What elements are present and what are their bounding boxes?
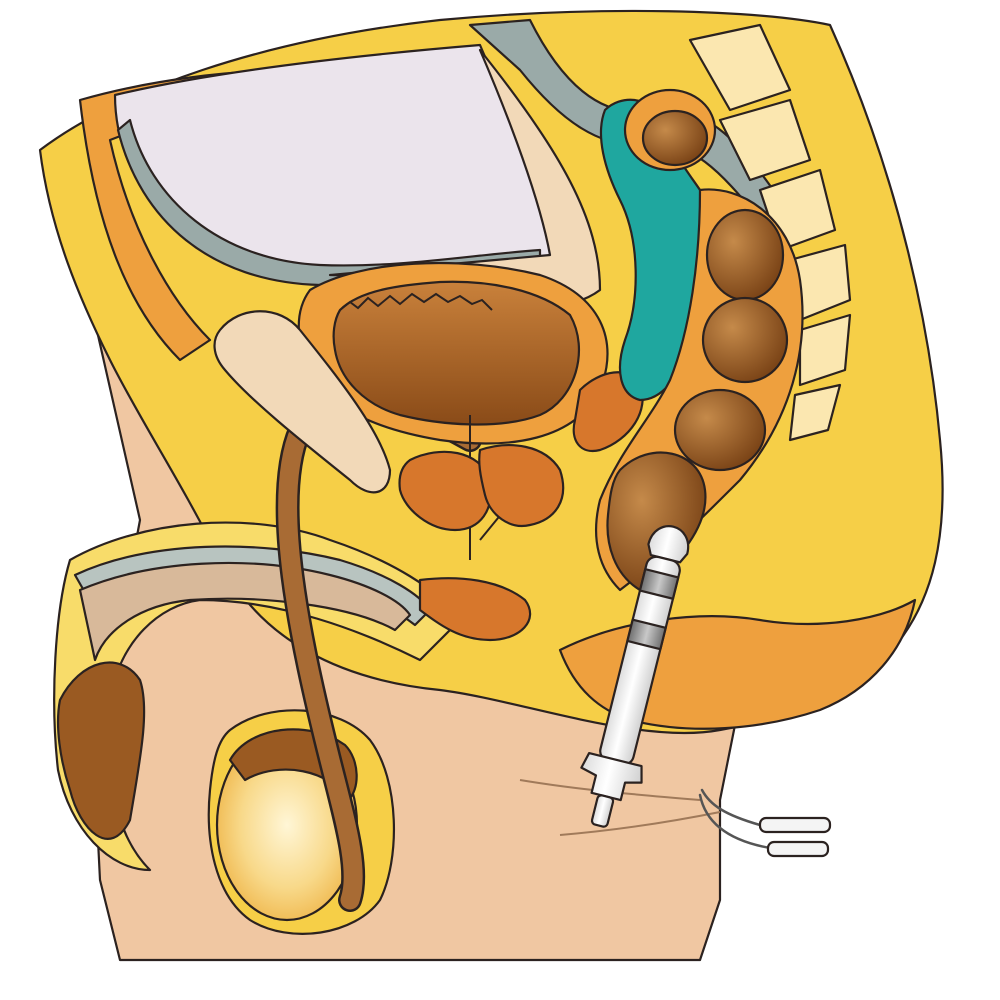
seminal-vesicle xyxy=(572,371,644,453)
prostate-gland xyxy=(398,450,493,532)
bladder-lumen xyxy=(332,280,580,426)
glans-penis xyxy=(56,661,146,840)
probe-electrode-band-2 xyxy=(626,618,667,651)
lead-wire-icon xyxy=(698,788,832,858)
lead-connector-1 xyxy=(758,816,832,834)
rectum-haustra-3 xyxy=(673,388,767,472)
lead-connector-2 xyxy=(766,840,830,858)
membranous-urethra xyxy=(418,577,532,642)
bladder-rugae xyxy=(339,292,493,311)
rectum-haustra-2 xyxy=(701,296,789,384)
corpus-tan xyxy=(78,561,412,662)
pubic-bone xyxy=(213,310,392,494)
sigmoid-colon-lumen xyxy=(641,109,709,167)
electrode-probe-icon xyxy=(580,525,690,828)
rectum-haustra-1 xyxy=(705,208,785,302)
prostate-inner xyxy=(478,444,565,528)
probe-electrode-band-1 xyxy=(638,568,680,600)
